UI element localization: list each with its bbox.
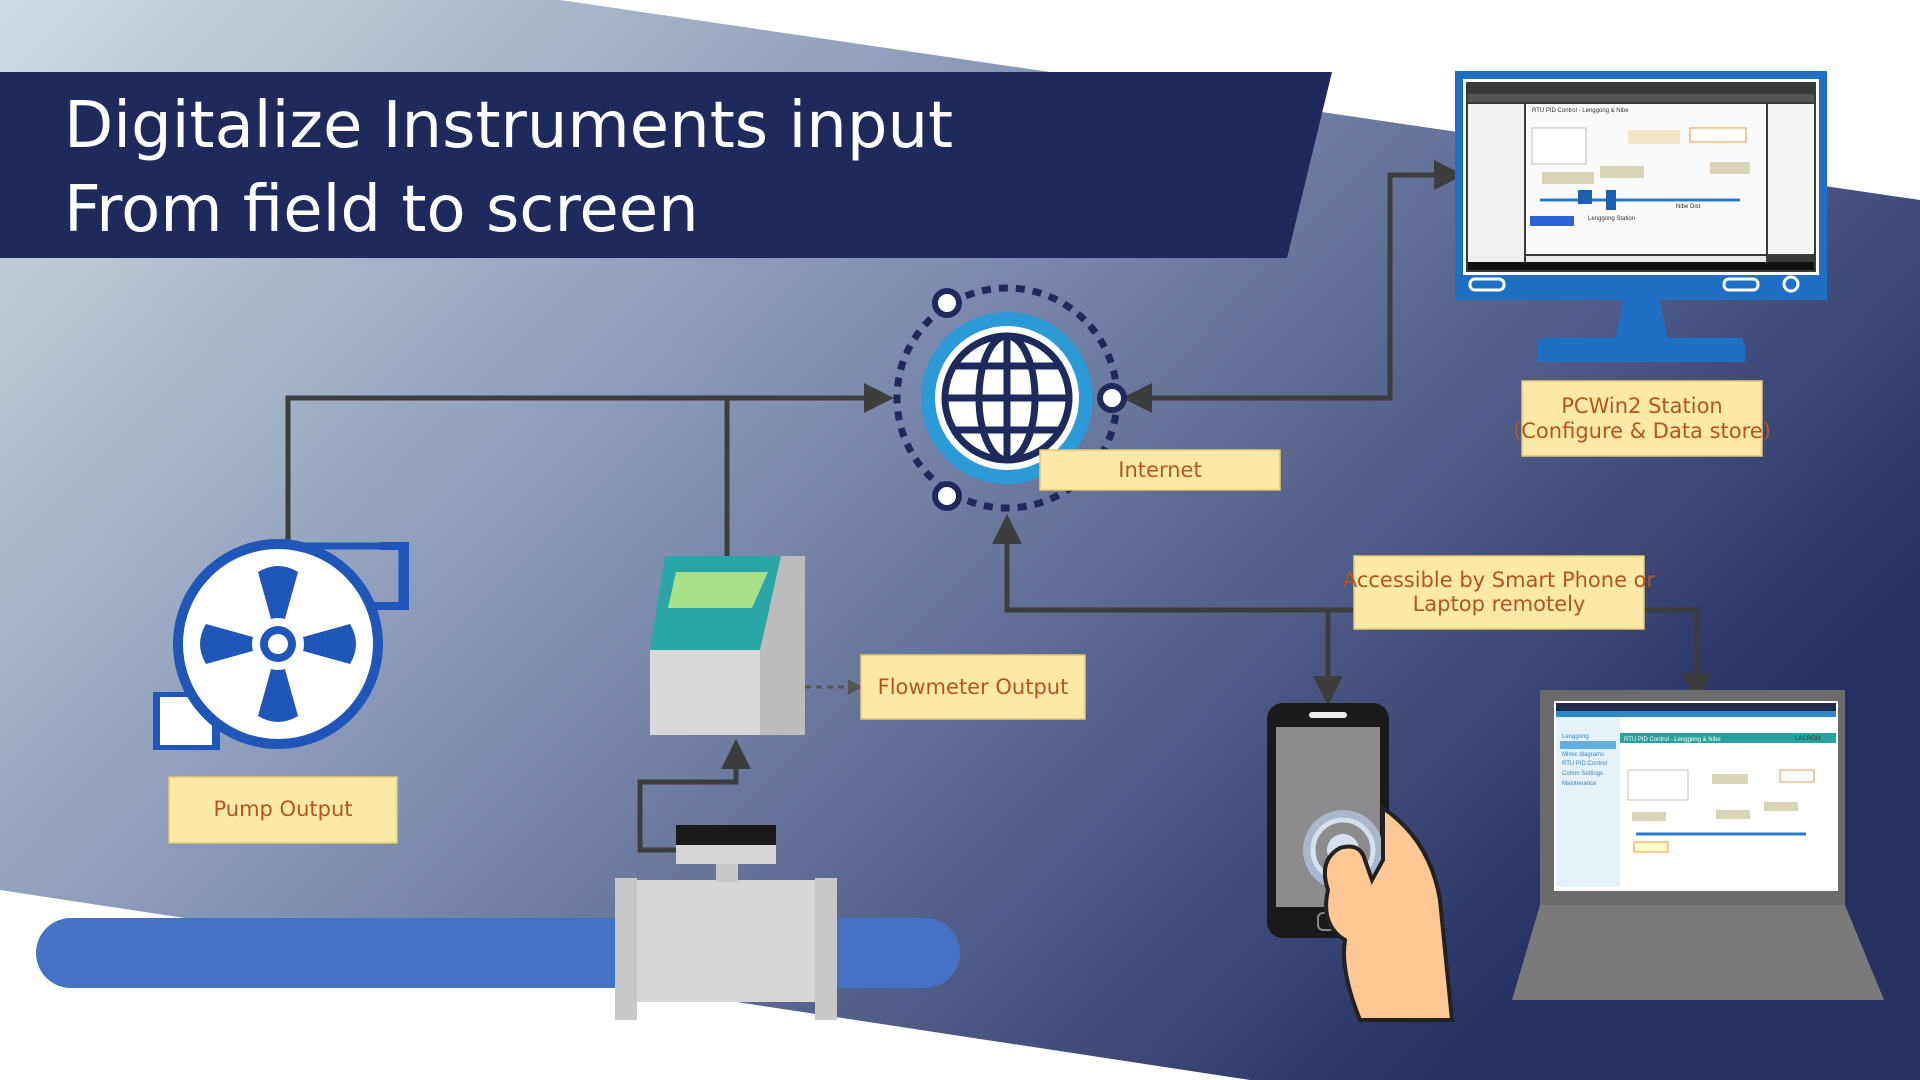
flow-sensor bbox=[615, 825, 837, 1020]
laptop-sidebar-item-1: Mimic diagrams bbox=[1562, 752, 1604, 758]
laptop-sidebar-item-2: RTU PID Control bbox=[1562, 761, 1607, 767]
label-remote-access: Accessible by Smart Phone or Laptop remo… bbox=[1343, 555, 1656, 630]
hand-icon bbox=[1323, 804, 1455, 1022]
flowmeter-output-text: Flowmeter Output bbox=[878, 675, 1069, 699]
desktop-monitor-icon: RTU PID Control - Lenggong & Nibe Lenggo… bbox=[1455, 71, 1827, 362]
laptop-brand-text: LACROIX bbox=[1795, 736, 1821, 742]
laptop-header-text: RTU PID Control - Lenggong & Nibe bbox=[1624, 737, 1721, 743]
label-flowmeter-output: Flowmeter Output bbox=[860, 654, 1086, 720]
label-pump-output: Pump Output bbox=[168, 776, 398, 844]
laptop-sidebar-item-0: Lenggong bbox=[1562, 734, 1589, 740]
monitor-station-b: Nibe Dist bbox=[1676, 204, 1701, 210]
remote-line-1: Accessible by Smart Phone or bbox=[1343, 568, 1656, 592]
sensor-to-flowmeter-line bbox=[637, 739, 751, 853]
monitor-header-text: RTU PID Control - Lenggong & Nibe bbox=[1532, 108, 1629, 114]
label-internet: Internet bbox=[1039, 449, 1281, 491]
title-line-1: Digitalize Instruments input bbox=[64, 89, 953, 163]
pump-to-internet-line bbox=[285, 383, 894, 548]
laptop-sidebar-item-3: Comm Settings bbox=[1562, 771, 1603, 777]
title-line-2: From field to screen bbox=[64, 173, 699, 247]
station-line-2: (Configure & Data store) bbox=[1513, 419, 1771, 443]
station-line-1: PCWin2 Station bbox=[1561, 394, 1722, 418]
laptop-sidebar-item-4: Maintenance bbox=[1562, 781, 1597, 787]
monitor-station-a: Lenggong Station bbox=[1588, 216, 1635, 222]
globe-icon bbox=[893, 284, 1127, 512]
title-banner bbox=[0, 72, 1332, 258]
remote-line-2: Laptop remotely bbox=[1413, 592, 1586, 616]
centrifugal-pump-icon bbox=[153, 539, 409, 750]
laptop-icon: RTU PID Control - Lenggong & Nibe LACROI… bbox=[1512, 690, 1884, 1000]
internet-text: Internet bbox=[1118, 458, 1201, 482]
flowmeter-transmitter-icon bbox=[650, 556, 805, 735]
pump-output-text: Pump Output bbox=[213, 797, 352, 821]
label-pcwin2-station: PCWin2 Station (Configure & Data store) bbox=[1513, 380, 1771, 457]
